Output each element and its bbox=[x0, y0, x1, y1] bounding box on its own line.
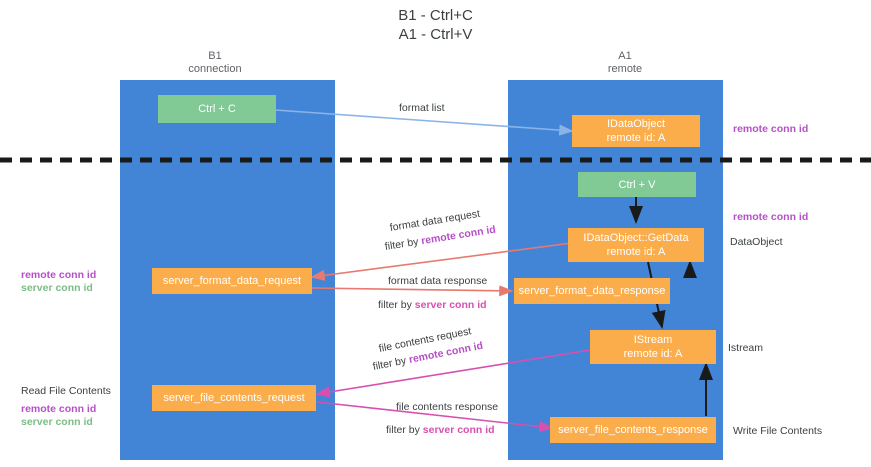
title-line-1: B1 - Ctrl+C bbox=[398, 7, 473, 24]
box-idataobject-line1: IDataObject bbox=[606, 118, 666, 130]
box-server-format-data-request-label: server_format_data_request bbox=[162, 275, 302, 287]
filter-by-text-4: filter by bbox=[386, 424, 423, 436]
column-header-a1: A1 remote bbox=[570, 50, 680, 76]
arrow-label-format-data-response: format data response bbox=[388, 275, 488, 287]
box-istream-line1: IStream bbox=[633, 334, 673, 346]
side-label-istream: Istream bbox=[728, 342, 764, 354]
column-header-a1-name: A1 bbox=[618, 50, 632, 62]
arrow-label-file-contents-response: file contents response bbox=[396, 401, 499, 413]
box-getdata-line2: remote id: A bbox=[606, 246, 666, 258]
box-getdata-line1: IDataObject::GetData bbox=[583, 232, 689, 244]
legend-remote-conn-id-top: remote conn id bbox=[21, 269, 97, 281]
side-label-remote-conn-id-top: remote conn id bbox=[733, 123, 809, 135]
box-server-file-contents-response[interactable]: server_file_contents_response bbox=[550, 417, 716, 443]
filter-by-text-2: filter by bbox=[378, 299, 415, 311]
column-header-a1-role: remote bbox=[607, 63, 643, 75]
arrow-filter-file-contents-response: filter by server conn id bbox=[386, 424, 495, 437]
box-istream[interactable]: IStream remote id: A bbox=[590, 330, 716, 364]
page-title: B1 - Ctrl+C A1 - Ctrl+V bbox=[0, 6, 871, 44]
server-conn-id-text-1: server conn id bbox=[414, 299, 487, 311]
side-label-dataobject: DataObject bbox=[730, 236, 783, 248]
box-ctrl-v-label: Ctrl + V bbox=[618, 178, 656, 191]
legend-conn-ids-bottom: remote conn id server conn id bbox=[21, 403, 96, 429]
box-istream-line2: remote id: A bbox=[623, 348, 683, 360]
legend-server-conn-id-bottom: server conn id bbox=[21, 416, 93, 428]
column-header-b1-name: B1 bbox=[208, 50, 222, 62]
column-header-b1: B1 connection bbox=[160, 50, 270, 76]
side-label-remote-conn-id-mid: remote conn id bbox=[733, 211, 809, 223]
box-server-format-data-request[interactable]: server_format_data_request bbox=[152, 268, 312, 294]
legend-server-conn-id-top: server conn id bbox=[21, 282, 93, 294]
box-server-file-contents-response-label: server_file_contents_response bbox=[558, 424, 708, 436]
box-server-format-data-response[interactable]: server_format_data_response bbox=[514, 278, 670, 304]
arrow-format-data-response bbox=[311, 285, 514, 297]
box-idataobject-line2: remote id: A bbox=[606, 132, 666, 144]
box-ctrl-c-label: Ctrl + C bbox=[198, 103, 236, 115]
side-label-read-file-contents: Read File Contents bbox=[21, 385, 111, 397]
legend-conn-ids-top: remote conn id server conn id bbox=[21, 269, 96, 295]
server-conn-id-text-2: server conn id bbox=[422, 424, 495, 436]
filter-by-text-3: filter by bbox=[371, 354, 411, 373]
column-header-b1-role: connection bbox=[188, 63, 242, 75]
box-server-format-data-response-label: server_format_data_response bbox=[518, 285, 666, 297]
box-getdata[interactable]: IDataObject::GetData remote id: A bbox=[568, 228, 704, 262]
box-ctrl-c[interactable]: Ctrl + C bbox=[158, 95, 276, 123]
arrow-label-format-list: format list bbox=[399, 102, 445, 114]
title-line-2: A1 - Ctrl+V bbox=[398, 26, 473, 43]
filter-by-text-1: filter by bbox=[383, 235, 423, 253]
box-server-file-contents-request-label: server_file_contents_request bbox=[163, 392, 305, 404]
arrow-filter-format-data-response: filter by server conn id bbox=[378, 299, 487, 312]
legend-remote-conn-id-bottom: remote conn id bbox=[21, 403, 97, 415]
box-server-file-contents-request[interactable]: server_file_contents_request bbox=[152, 385, 316, 411]
side-label-write-file-contents: Write File Contents bbox=[733, 425, 823, 437]
box-ctrl-v[interactable]: Ctrl + V bbox=[578, 172, 696, 197]
box-idataobject[interactable]: IDataObject remote id: A bbox=[572, 115, 700, 147]
